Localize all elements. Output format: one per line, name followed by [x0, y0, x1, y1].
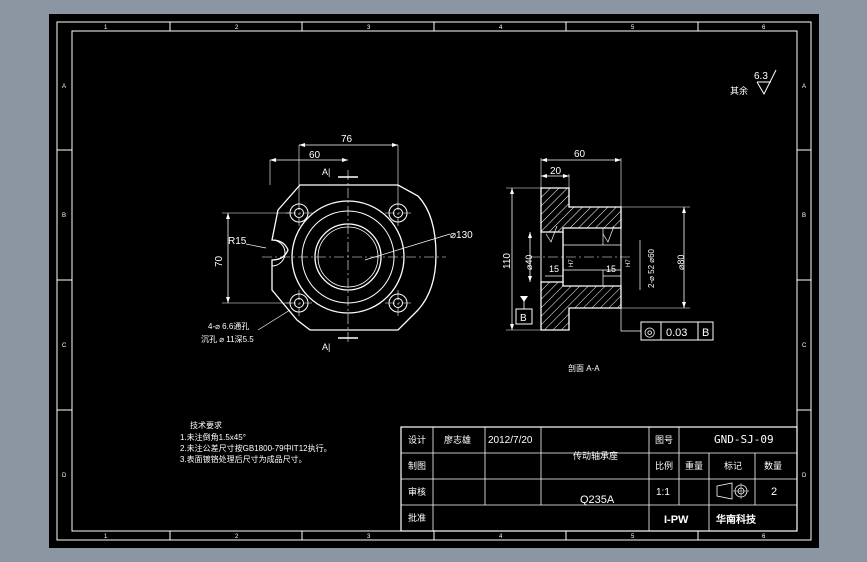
- tech-req-item-2: 2.未注公差尺寸按GB1800-79中IT12执行。: [180, 443, 332, 453]
- label-scale: 比例: [655, 460, 673, 471]
- zone-bottom-2: 2: [235, 534, 239, 540]
- label-qty: 数量: [764, 460, 782, 471]
- holes-spec: 2-⌀ 52 ⌀60: [647, 248, 656, 288]
- tolerance-symbol: ◎: [644, 324, 655, 339]
- zone-top-2: 2: [235, 25, 239, 31]
- zone-left-b: B: [62, 213, 66, 219]
- scale-value: 1:1: [656, 487, 670, 498]
- zone-left-c: C: [62, 343, 67, 349]
- hole-note-1: 4-⌀ 6.6通孔: [208, 321, 249, 331]
- zone-top-3: 3: [367, 25, 371, 31]
- qty-value: 2: [771, 486, 777, 498]
- fit-h7-right: H7: [626, 259, 632, 267]
- label-drawn: 制图: [408, 460, 426, 471]
- zone-bottom-6: 6: [762, 534, 766, 540]
- front-view-arrows: [226, 143, 398, 303]
- dim-76: 76: [341, 134, 353, 145]
- material: Q235A: [580, 494, 615, 506]
- roughness-symbol: 其余 6.3: [730, 69, 777, 96]
- datum-b-label: B: [520, 313, 527, 324]
- design-date: 2012/7/20: [488, 435, 533, 446]
- zone-bottom-5: 5: [631, 534, 635, 540]
- drawing-sheet: [49, 14, 819, 548]
- designer-name: 廖志雄: [444, 434, 471, 445]
- zone-bottom-1: 1: [104, 534, 108, 540]
- tech-req-item-3: 3.表面镀铬处理后尺寸为成品尺寸。: [180, 454, 307, 464]
- zone-top-4: 4: [499, 25, 503, 31]
- drawing-number: GND-SJ-09: [714, 433, 774, 446]
- section-view: 60 20 110 ⌀40 ⌀80 15 15 H7 H7 2-⌀ 52 ⌀60…: [502, 149, 714, 373]
- dim-r15: R15: [228, 236, 247, 247]
- zone-right-c: C: [802, 343, 807, 349]
- tech-requirements: 技术要求 1.未注倒角1.5x45° 2.未注公差尺寸按GB1800-79中IT…: [180, 420, 332, 464]
- section-mark-top: A|: [322, 167, 330, 177]
- r15-notch: [271, 239, 286, 267]
- zone-labels: 1 2 3 4 5 6 1 2 3 4 5 6 A B C D A B C D: [62, 25, 807, 540]
- title-block-text: 设计 廖志雄 2012/7/20 制图 审核 批准 传动轴承座 Q235A 图号…: [408, 433, 782, 526]
- label-mark: 标记: [724, 460, 742, 471]
- label-check: 审核: [408, 486, 426, 497]
- dim-60-side: 60: [574, 149, 586, 160]
- dim-70: 70: [214, 255, 225, 267]
- zone-left-a: A: [62, 84, 66, 90]
- dim-110: 110: [502, 253, 513, 269]
- title-block: [400, 426, 798, 532]
- label-designer: 设计: [408, 434, 426, 445]
- dim-dia80: ⌀80: [676, 255, 686, 270]
- tech-req-title: 技术要求: [190, 420, 222, 430]
- front-view: [222, 144, 451, 345]
- part-name: 传动轴承座: [573, 450, 618, 461]
- fit-h7-left: H7: [569, 259, 575, 267]
- section-mark-bottom: A|: [322, 342, 330, 352]
- zone-top-5: 5: [631, 25, 635, 31]
- company-name: 华南科技: [716, 513, 757, 526]
- roughness-value: 6.3: [754, 71, 768, 82]
- dim-20: 20: [550, 166, 562, 177]
- front-view-labels: 76 60 70 R15 ⌀130 A| A| 4-⌀ 6.6通孔 沉孔 ⌀ 1…: [201, 134, 473, 352]
- zone-bottom-3: 3: [367, 534, 371, 540]
- zone-top-1: 1: [104, 25, 108, 31]
- dim-dia130: ⌀130: [450, 230, 473, 241]
- zone-right-d: D: [802, 473, 807, 479]
- zone-ticks: [57, 22, 811, 540]
- zone-right-b: B: [802, 213, 806, 219]
- dim-60-front: 60: [309, 150, 321, 161]
- hole-note-2: 沉孔 ⌀ 11深5.5: [201, 335, 254, 344]
- zone-top-6: 6: [762, 25, 766, 31]
- flange-outline: [271, 184, 437, 331]
- dim-dia40: ⌀40: [524, 255, 534, 270]
- dim-15-left: 15: [549, 264, 559, 274]
- label-drawing-no: 图号: [655, 435, 673, 445]
- tolerance-datum: B: [702, 327, 709, 339]
- section-caption: 剖面 A-A: [568, 363, 600, 373]
- tech-req-item-1: 1.未注倒角1.5x45°: [180, 432, 246, 442]
- label-weight: 重量: [685, 460, 703, 471]
- company-logo: I-PW: [664, 514, 689, 526]
- label-approve: 批准: [408, 512, 426, 523]
- zone-bottom-4: 4: [499, 534, 503, 540]
- roughness-label: 其余: [730, 85, 748, 96]
- projection-symbol: [716, 482, 733, 500]
- zone-right-a: A: [802, 84, 806, 90]
- zone-left-d: D: [62, 473, 67, 479]
- tolerance-value: 0.03: [666, 327, 687, 339]
- dim-15-right: 15: [606, 264, 616, 274]
- datum-b-box: [515, 308, 533, 325]
